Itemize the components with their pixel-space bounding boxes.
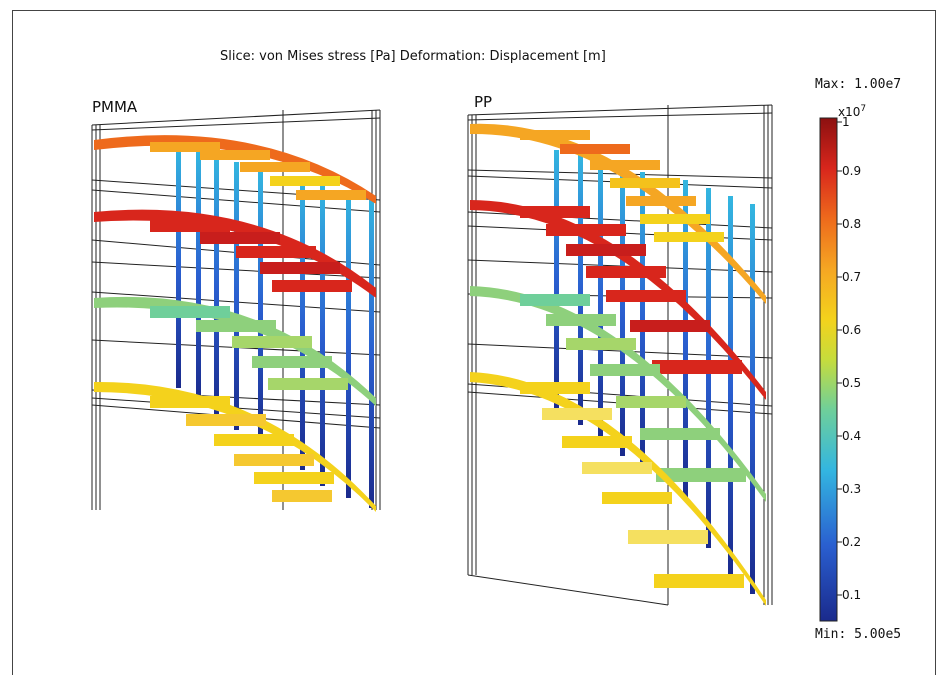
colorbar-gradient — [819, 117, 838, 622]
panel-pp — [467, 104, 773, 606]
colorbar-tick-label: 0.5 — [842, 376, 861, 390]
panel-pmma — [91, 109, 381, 512]
pmma-columns — [176, 148, 374, 508]
colorbar-tick-label: 0.6 — [842, 323, 861, 337]
pmma-stair-level-3 — [94, 296, 376, 406]
colorbar-min-label: Min: 5.00e5 — [815, 627, 902, 642]
pp-stair-level-2 — [470, 200, 766, 400]
colorbar-tick-label: 0.9 — [842, 164, 861, 178]
colorbar-tick-label: 0.8 — [842, 217, 861, 231]
pmma-stair-level-2 — [94, 209, 376, 298]
colorbar: 1 0.9 0.8 0.7 0.6 0.5 0.4 0.3 0.2 0.1 — [819, 115, 861, 622]
pp-stair-level-3 — [470, 286, 766, 502]
pp-stair-level-1 — [470, 123, 766, 304]
pmma-stair-level-1 — [94, 135, 376, 204]
figure-title: Slice: von Mises stress [Pa] Deformation… — [220, 49, 606, 64]
pmma-stair-level-4 — [94, 381, 376, 512]
colorbar-ticks: 1 0.9 0.8 0.7 0.6 0.5 0.4 0.3 0.2 0.1 — [837, 115, 861, 602]
colorbar-exponent-power: 7 — [860, 104, 867, 114]
colorbar-tick-label: 0.2 — [842, 535, 861, 549]
panel-label-pmma: PMMA — [92, 98, 138, 116]
colorbar-tick-label: 0.1 — [842, 588, 861, 602]
colorbar-max-label: Max: 1.00e7 — [815, 77, 902, 92]
colorbar-tick-label: 0.7 — [842, 270, 861, 284]
colorbar-tick-label: 0.3 — [842, 482, 861, 496]
colorbar-tick-label: 0.4 — [842, 429, 861, 443]
pp-stair-level-4 — [470, 372, 766, 606]
figure-frame — [12, 10, 936, 675]
colorbar-exponent-base: x10 — [838, 105, 861, 119]
colorbar-exponent: x107 — [838, 104, 866, 119]
panel-label-pp: PP — [474, 93, 493, 111]
colorbar-tick-label: 1 — [842, 115, 850, 129]
